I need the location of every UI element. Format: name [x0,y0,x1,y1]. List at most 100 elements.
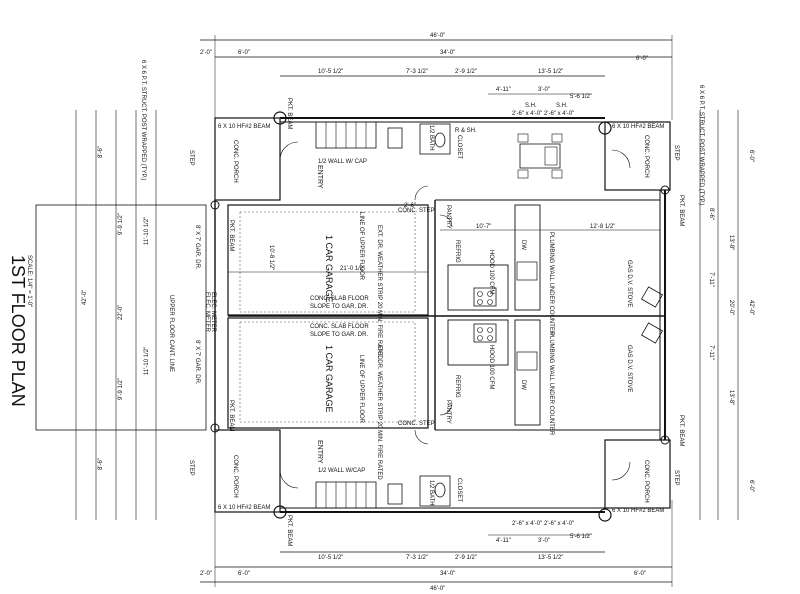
step-label-right-top: STEP [673,145,679,161]
pkt-beam-label-a: PKT. BEAM [286,98,292,129]
dim-left-e: 8'-6" [98,146,104,158]
pantry-label-top: PANTRY [445,205,451,229]
elec-label-bottom: ELEC. METER [210,292,216,333]
step-label-right-bottom: STEP [673,470,679,486]
dim-top-sub1: 4'-11" [496,87,511,93]
upper-floor-label-bottom: LINE OF UPPER FLOOR [358,355,364,424]
dim-top-left2: 2'-0" [200,50,212,56]
dim-right-f: 6'-0" [748,480,754,492]
door-size-bot-b: 2'-6" x 4'-0" [544,521,574,527]
stove-label-top: GAS D.V. STOVE [626,260,632,307]
right-dimensions: 42'-0" 20'-0" 13'-8" 13'-8" 8'-6" 6'-0" … [699,110,754,520]
conc-step-label-bottom: CONC. STEP [398,421,435,427]
entry-label-top: ENTRY [316,165,323,189]
top-dimensions: 46'-0" 2'-0" 6'-0" 34'-0" 6'-0" 10'-5 1/… [200,33,673,120]
pantry-label-bottom: PANTRY [445,400,451,424]
post-note-left: 6 X 6 P.T. STRUCT. POST WRAPPED (TYP.) [140,60,146,180]
dim-top-seg2: 7'-3 1/2" [406,69,428,75]
left-dimensions: 42'-0" 22'-0" 11'-10 1/2" 11'-10 1/2" 9'… [75,110,157,520]
dim-left-d: 9'-9 1/2" [118,378,124,400]
dim-bot-sub1: 4'-11" [496,538,511,544]
dw-label-bottom: DW [520,380,526,390]
dim-top-sub2: 3'-0" [538,87,550,93]
conc-step-label-top: CONC. STEP [398,208,435,214]
dim-bot-inner: 34'-0" [440,571,455,577]
scale-note: SCALE: 1/4" = 1'-0" [26,255,32,307]
stair-width-dim: 2'-6" [404,203,416,209]
slope-label-bottom: SLOPE TO GAR. DR. [310,332,368,338]
bath-label-top: 1/2 BATH [428,125,434,151]
page-title: 1ST FLOOR PLAN [8,255,28,407]
dim-top-seg4: 13'-5 1/2" [538,69,563,75]
bath-label-bottom: 1/2 BATH [428,480,434,506]
elec-label-top: ELEC. METER [204,292,210,333]
dim-bot-seg3: 2'-9 1/2" [455,555,477,561]
upper-floor-label-top: LINE OF UPPER FLOOR [358,212,364,281]
kitchen-bottom [447,319,663,426]
slab-label-top: CONC. SLAB FLOOR [310,296,369,302]
garage-label-top: 1 CAR GARAGE [324,235,334,303]
refrig-label-bottom: REFRIG [454,375,460,398]
dim-bot-seg4: 13'-5 1/2" [538,555,563,561]
sh-label-top-b: S.H. [556,103,568,109]
half-wall-label-top: 1/2 WALL W/ CAP [318,159,367,165]
garage-depth-dim: 10'-8 1/2" [268,245,274,270]
door-size-top-b: 2'-6" x 4'-0" [544,111,574,117]
kitchen-top [447,204,663,311]
refrig-label-top: REFRIG [454,240,460,263]
beam-label-right-bottom: 6 X 10 HF#2 BEAM [612,508,664,514]
garage-label-bottom: 1 CAR GARAGE [324,345,334,413]
dim-left-b: 11'-10 1/2" [144,347,150,375]
garage-width-dim: 21'-0 1/2" [340,266,365,272]
dim-bot-sub3: 5'-6 1/2" [570,534,592,540]
dim-right-b: 13'-8" [728,235,734,250]
step-label-left-bottom: STEP [188,460,194,476]
porch-label-bl: CONC. PORCH [232,455,238,498]
dim-top-inner: 34'-0" [440,50,455,56]
stove-label-bottom: GAS D.V. STOVE [626,345,632,392]
upper-floor-cant-label: UPPER FLOOR CANT. LINE [168,295,174,372]
rsh-label: R & SH. [455,128,477,134]
dining-table [517,133,563,179]
beam-label-right-top: 6 X 10 HF#2 BEAM [612,124,664,130]
dim-left-c: 9'-9 1/2" [118,213,124,235]
dim-bot-left2: 2'-0" [200,571,212,577]
ext-door-label-top: EXT. DR. WEATHER STRIP 20 MIN. FIRE RATE… [376,225,382,360]
door-swings [279,141,631,489]
dim-right-a: 20'-0" [728,300,734,315]
dim-right-g: 7'-11" [708,272,714,287]
plumbing-label-top: PLUMBING WALL UNDER COUNTER [548,232,554,336]
garage-door-label-bottom: 8' X 7' GAR. DR. [194,340,200,385]
hood-label-bottom: HOOD 100 CFM [488,345,494,389]
dim-bot-seg1: 10'-5 1/2" [318,555,343,561]
entry-label-bottom: ENTRY [316,440,323,464]
slab-label-bottom: CONC. SLAB FLOOR [310,324,369,330]
kitchen-width2-dim: 12'-8 1/2" [590,224,615,230]
ext-door-label-bottom: EXT. DR. WEATHER STRIP 20 MIN. FIRE RATE… [376,345,382,480]
porch-label-br: CONC. PORCH [643,460,649,503]
dim-top-left: 6'-0" [238,50,250,56]
pkt-beam-label-b: PKT. BEAM [286,515,292,546]
garage-door-label-top: 8' X 7' GAR. DR. [194,225,200,270]
room-labels: 1 CAR GARAGE 1 CAR GARAGE ENTRY ENTRY CO… [140,60,704,546]
kitchen-width-dim: 10'-7" [476,224,491,230]
plan-title: 1ST FLOOR PLAN SCALE: 1/4" = 1'-0" [8,204,207,431]
pkt-beam-label-c: PKT. BEAM [228,220,234,251]
door-size-bot-a: 2'-6" x 4'-0" [512,521,542,527]
beam-label-top: 6 X 10 HF#2 BEAM [218,124,270,130]
internal-dimensions: 21'-0 1/2" 10'-8 1/2" 10'-7" 12'-8 1/2" … [228,203,660,273]
dim-right-d: 8'-6" [708,208,714,220]
porch-label-tl: CONC. PORCH [232,140,238,183]
dim-left-mid: 22'-0" [118,305,124,320]
dim-left-f: 8'-6" [98,458,104,470]
hood-label-top: HOOD 100 CFM [488,250,494,294]
dim-top-seg1: 10'-5 1/2" [318,69,343,75]
bath-fixtures [387,123,451,507]
dim-top-seg3: 2'-9 1/2" [455,69,477,75]
posts [210,111,670,522]
dim-left-overall: 42'-0" [82,290,88,305]
post-note-right: 6 X 6 P.T. STRUCT. POST WRAPPED (TYP.) [698,85,704,205]
dim-bot-right: 6'-0" [634,571,646,577]
porch-label-tr: CONC. PORCH [643,135,649,178]
